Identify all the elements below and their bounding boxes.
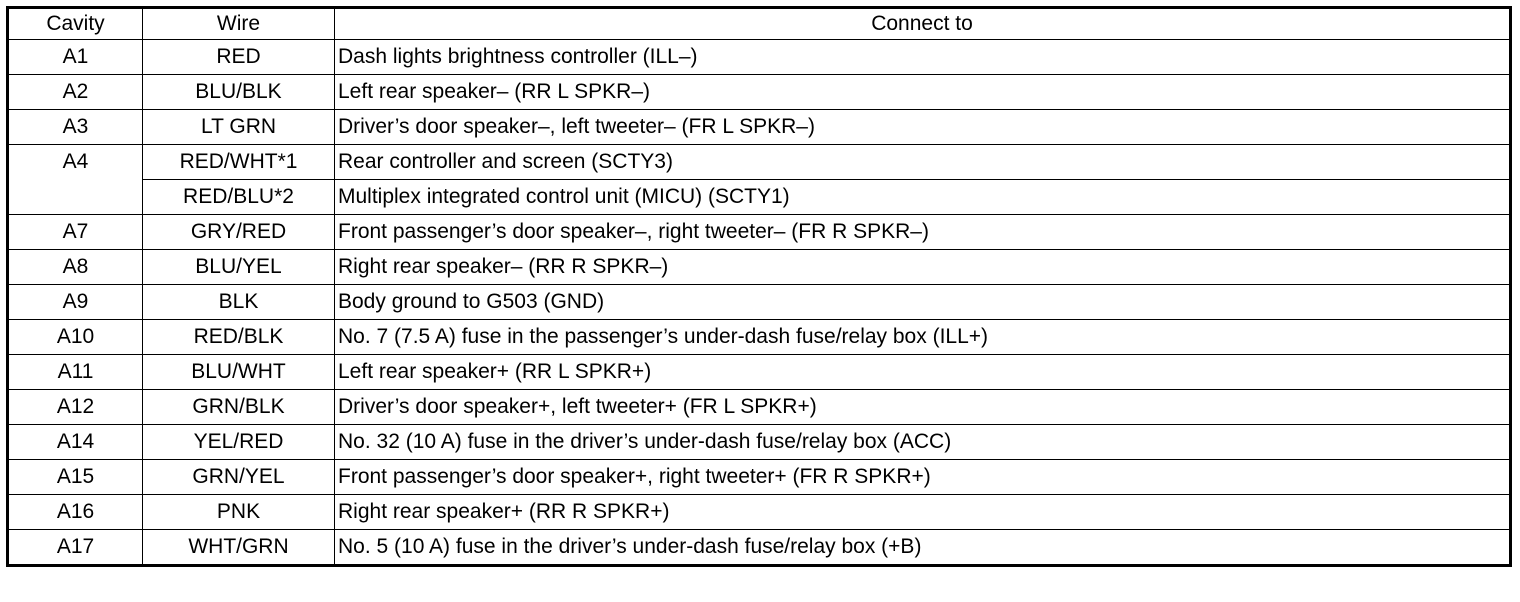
cavity-cell: A4: [7, 144, 143, 215]
connect-cell: Right rear speaker+ (RR R SPKR+): [334, 494, 1511, 530]
wire-cell: YEL/RED: [142, 424, 335, 460]
wire-cell: GRY/RED: [142, 214, 335, 250]
cavity-cell: A2: [7, 74, 143, 110]
connect-cell: Front passenger’s door speaker–, right t…: [334, 214, 1511, 250]
connect-cell: Dash lights brightness controller (ILL–): [334, 39, 1511, 75]
connector-table-wrapper: Cavity Wire Connect to A1 RED Dash light…: [6, 6, 1512, 567]
connect-cell: Left rear speaker– (RR L SPKR–): [334, 74, 1511, 110]
table-row: A4 RED/WHT*1 Rear controller and screen …: [7, 144, 1511, 215]
table-row: A9 BLK Body ground to G503 (GND): [7, 284, 1511, 320]
cavity-cell: A9: [7, 284, 143, 320]
wire-cell: GRN/BLK: [142, 389, 335, 425]
table-row: A17 WHT/GRN No. 5 (10 A) fuse in the dri…: [7, 529, 1511, 566]
header-connect-to: Connect to: [334, 7, 1511, 40]
wire-cell: GRN/YEL: [142, 459, 335, 495]
wire-cell: LT GRN: [142, 109, 335, 145]
table-row: A7 GRY/RED Front passenger’s door speake…: [7, 214, 1511, 250]
connector-pinout-table: Cavity Wire Connect to A1 RED Dash light…: [6, 6, 1512, 567]
connect-cell: Left rear speaker+ (RR L SPKR+): [334, 354, 1511, 390]
connect-cell: Driver’s door speaker+, left tweeter+ (F…: [334, 389, 1511, 425]
connect-cell: Rear controller and screen (SCTY3): [334, 144, 1511, 180]
header-wire: Wire: [142, 7, 335, 40]
table-row: A14 YEL/RED No. 32 (10 A) fuse in the dr…: [7, 424, 1511, 460]
connect-cell: No. 7 (7.5 A) fuse in the passenger’s un…: [334, 319, 1511, 355]
table-row: A1 RED Dash lights brightness controller…: [7, 39, 1511, 75]
cavity-cell: A14: [7, 424, 143, 460]
header-row: Cavity Wire Connect to: [7, 7, 1511, 40]
connect-cell: Multiplex integrated control unit (MICU)…: [334, 179, 1511, 215]
table-row: A12 GRN/BLK Driver’s door speaker+, left…: [7, 389, 1511, 425]
table-row: A8 BLU/YEL Right rear speaker– (RR R SPK…: [7, 249, 1511, 285]
wire-cell: RED/WHT*1: [142, 144, 335, 180]
wire-cell: PNK: [142, 494, 335, 530]
cavity-cell: A17: [7, 529, 143, 566]
table-row: A15 GRN/YEL Front passenger’s door speak…: [7, 459, 1511, 495]
cavity-cell: A16: [7, 494, 143, 530]
connect-cell: Right rear speaker– (RR R SPKR–): [334, 249, 1511, 285]
wire-cell: BLU/YEL: [142, 249, 335, 285]
connect-cell: Front passenger’s door speaker+, right t…: [334, 459, 1511, 495]
table-row: A2 BLU/BLK Left rear speaker– (RR L SPKR…: [7, 74, 1511, 110]
connect-cell: No. 32 (10 A) fuse in the driver’s under…: [334, 424, 1511, 460]
table-body: A1 RED Dash lights brightness controller…: [7, 39, 1511, 566]
wire-cell: RED/BLK: [142, 319, 335, 355]
cavity-cell: A10: [7, 319, 143, 355]
cavity-cell: A1: [7, 39, 143, 75]
table-row: RED/BLU*2 Multiplex integrated control u…: [8, 179, 1511, 215]
cavity-cell: A12: [7, 389, 143, 425]
header-cavity: Cavity: [7, 7, 143, 40]
cavity-cell: A3: [7, 109, 143, 145]
cavity-cell: A15: [7, 459, 143, 495]
table-row: A16 PNK Right rear speaker+ (RR R SPKR+): [7, 494, 1511, 530]
table-row: A10 RED/BLK No. 7 (7.5 A) fuse in the pa…: [7, 319, 1511, 355]
wire-cell: BLU/BLK: [142, 74, 335, 110]
wire-cell: RED: [142, 39, 335, 75]
connect-cell: No. 5 (10 A) fuse in the driver’s under-…: [334, 529, 1511, 566]
table-header: Cavity Wire Connect to: [7, 7, 1511, 40]
cavity-cell: A11: [7, 354, 143, 390]
wire-cell: BLK: [142, 284, 335, 320]
table-row: A11 BLU/WHT Left rear speaker+ (RR L SPK…: [7, 354, 1511, 390]
table-row: A3 LT GRN Driver’s door speaker–, left t…: [7, 109, 1511, 145]
wire-cell: RED/BLU*2: [142, 179, 335, 215]
connect-cell: Driver’s door speaker–, left tweeter– (F…: [334, 109, 1511, 145]
wire-cell: WHT/GRN: [142, 529, 335, 566]
cavity-cell: A8: [7, 249, 143, 285]
cavity-cell: A7: [7, 214, 143, 250]
connect-cell: Body ground to G503 (GND): [334, 284, 1511, 320]
wire-cell: BLU/WHT: [142, 354, 335, 390]
